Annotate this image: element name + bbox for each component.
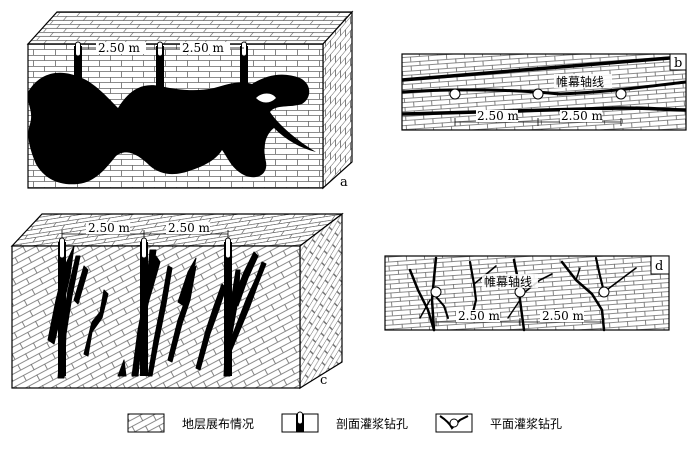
legend-item: 平面灌浆钻孔 (435, 413, 562, 433)
panel-b-axis-label: 帷幕轴线 (556, 74, 604, 89)
panel-c: 2.50 m 2.50 m c (10, 212, 344, 390)
legend-label: 平面灌浆钻孔 (490, 416, 562, 431)
panel-d-borehole-marker (430, 286, 610, 298)
panel-a-letter: a (340, 175, 348, 190)
panel-d-letter-box (650, 255, 670, 275)
panel-b-letter-box (669, 53, 687, 71)
panel-a-spacing-label: 2.50 m (182, 41, 225, 55)
panel-b-grout-band (401, 56, 671, 82)
panel-b-spacing-label: 2.50 m (477, 109, 520, 123)
panel-d-letter: d (655, 259, 663, 274)
panel-d-spacing-label: 2.50 m (542, 309, 585, 323)
panel-a: 2.50 m 2.50 m a (26, 10, 354, 190)
legend-item: 地层展布情况 (127, 413, 254, 433)
panel-c-spacing-label: 2.50 m (168, 221, 211, 235)
panel-b-grout-band (401, 106, 687, 116)
plan-borehole-icon (435, 413, 473, 433)
panel-c-borehole (224, 237, 232, 376)
panel-a-grout-body (27, 72, 317, 185)
panel-a-top-face (26, 11, 354, 45)
panel-d: d 帷幕轴线 (384, 255, 670, 332)
panel-a-borehole (74, 41, 82, 90)
panel-a-borehole (156, 41, 164, 90)
panel-d-frame (384, 255, 670, 331)
panel-b-borehole-marker (449, 88, 627, 100)
legend-label: 剖面灌浆钻孔 (336, 416, 408, 431)
panel-d-spacing-label: 2.50 m (458, 309, 501, 323)
panel-b-spacing-label: 2.50 m (561, 109, 604, 123)
panel-a-borehole (240, 41, 248, 90)
panel-c-spacing-label: 2.50 m (88, 221, 131, 235)
panel-c-letter: c (320, 373, 327, 388)
panel-c-borehole (58, 237, 66, 376)
brick-pattern-icon (127, 413, 165, 433)
panel-b-letter: b (674, 56, 682, 71)
section-borehole-icon (281, 411, 319, 433)
panel-a-side-face (322, 10, 353, 190)
legend-label: 地层展布情况 (182, 417, 254, 431)
panel-a-spacing-label: 2.50 m (98, 41, 141, 55)
panel-b: b 帷幕轴线 2.50 m 2.50 m (401, 53, 687, 131)
panel-c-borehole (140, 237, 148, 376)
panel-a-grout-hole (256, 93, 276, 103)
legend: 地层展布情况 剖面灌浆钻孔 平面灌浆钻孔 (127, 411, 562, 433)
legend-item: 剖面灌浆钻孔 (281, 411, 408, 433)
panel-d-axis-label: 帷幕轴线 (484, 274, 532, 289)
